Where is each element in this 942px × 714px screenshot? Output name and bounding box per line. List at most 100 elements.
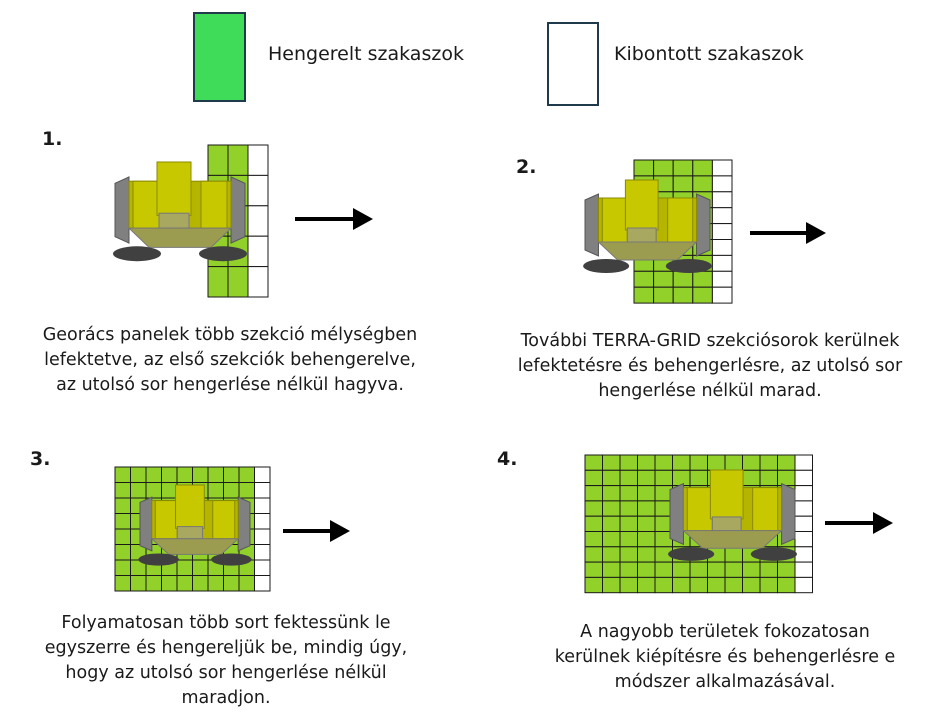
legend-swatch-rolled	[193, 12, 246, 102]
rolled-grid-cell	[689, 469, 708, 487]
rolled-grid-cell	[692, 270, 713, 288]
rolled-grid-cell	[176, 575, 193, 592]
unrolled-grid-cell	[711, 207, 733, 225]
unrolled-grid-cell	[794, 576, 813, 594]
step-4-number: 4.	[497, 448, 518, 470]
rolled-grid-cell	[672, 175, 694, 193]
unrolled-grid-cell	[711, 286, 733, 304]
rolled-grid-cell	[637, 515, 656, 533]
step-4-drawing	[584, 454, 893, 594]
rolled-grid-cell	[114, 575, 131, 592]
caption-line: Folyamatosan több sort fektessünk le	[61, 613, 391, 633]
caption-line: A nagyobb területek fokozatosan	[580, 622, 870, 642]
unrolled-grid-cell	[247, 174, 269, 207]
unrolled-grid-cell	[254, 528, 271, 545]
rolled-grid-cell	[742, 561, 761, 578]
rolled-grid-cell	[114, 528, 131, 545]
rolled-grid-cell	[759, 454, 778, 471]
rolled-grid-cell	[637, 531, 656, 548]
rolled-grid-cell	[145, 482, 162, 499]
roller-panel-left	[154, 500, 178, 540]
unrolled-grid-cell	[247, 205, 269, 237]
rolled-grid-cell	[654, 576, 673, 594]
rolled-grid-cell	[584, 546, 603, 563]
caption-line: az utolsó sor hengerlése nélkül hagyva.	[56, 375, 404, 395]
step-2-drawing	[583, 159, 826, 304]
unrolled-grid-cell	[254, 482, 271, 499]
rolled-grid-cell	[130, 466, 147, 483]
roller-panel-right	[212, 500, 236, 540]
rolled-grid-cell	[653, 159, 674, 177]
rolled-grid-cell	[692, 159, 713, 177]
caption-line: módszer alkalmazásával.	[614, 672, 836, 692]
roller-left-drum	[114, 176, 130, 244]
step-3-caption: Folyamatosan több sort fektessünk le egy…	[6, 611, 446, 711]
rolled-grid-cell	[689, 561, 708, 578]
rolled-grid-cell	[602, 500, 621, 517]
roller-wheel-left	[113, 246, 161, 262]
roller-wheel-right	[750, 547, 797, 561]
rolled-grid-cell	[584, 500, 603, 517]
rolled-grid-cell	[653, 286, 674, 304]
rolled-grid-cell	[637, 469, 656, 487]
rolled-grid-cell	[759, 561, 778, 578]
rolled-grid-cell	[619, 515, 638, 533]
rolled-grid-cell	[602, 561, 621, 578]
rolled-grid-cell	[777, 561, 796, 578]
roller-left-drum	[139, 496, 153, 552]
caption-line: maradjon.	[181, 688, 271, 708]
rolled-grid-cell	[619, 454, 638, 471]
rolled-grid-cell	[584, 531, 603, 548]
roller-panel-left	[601, 197, 628, 243]
step-2-caption: További TERRA-GRID szekciósorok kerülnek…	[490, 329, 930, 404]
rolled-grid-cell	[742, 454, 761, 471]
rolled-grid-cell	[207, 266, 229, 298]
direction-arrow-head	[330, 520, 350, 542]
rolled-grid-cell	[672, 159, 694, 177]
step-1-drawing	[113, 144, 373, 298]
rolled-grid-cell	[223, 575, 240, 592]
rolled-grid-cell	[238, 575, 255, 592]
roller-cab	[156, 161, 192, 216]
rolled-grid-cell	[672, 469, 691, 487]
rolled-grid-cell	[161, 482, 178, 499]
rolled-grid-cell	[724, 546, 743, 563]
direction-arrow-head	[353, 208, 373, 230]
rolled-grid-cell	[707, 454, 726, 471]
rolled-grid-cell	[602, 576, 621, 594]
rolled-grid-cell	[654, 454, 673, 471]
roller-left-drum	[669, 482, 684, 546]
rolled-grid-cell	[227, 144, 249, 176]
unrolled-grid-cell	[794, 531, 813, 548]
step-2-number: 2.	[516, 156, 537, 178]
legend-swatch-unrolled	[547, 22, 599, 106]
rolled-grid-cell	[584, 485, 603, 502]
unrolled-grid-cell	[794, 561, 813, 578]
rolled-grid-cell	[584, 515, 603, 533]
caption-line: lefektetve, az első szekciók behengerelv…	[44, 350, 416, 370]
rolled-grid-cell	[724, 454, 743, 471]
roller-cab	[624, 179, 659, 231]
unrolled-grid-cell	[254, 575, 271, 592]
rolled-grid-cell	[192, 466, 209, 483]
rolled-grid-cell	[192, 575, 209, 592]
roller-wheel-right	[665, 259, 712, 273]
rolled-grid-cell	[633, 270, 655, 288]
rolled-grid-cell	[114, 497, 131, 514]
rolled-grid-cell	[114, 544, 131, 561]
roller-wheel-right	[211, 553, 252, 566]
unrolled-grid-cell	[794, 454, 813, 471]
roller-cab	[175, 484, 205, 529]
rolled-grid-cell	[689, 576, 708, 594]
rolled-grid-cell	[161, 575, 178, 592]
roller-seat	[711, 516, 742, 532]
rolled-grid-cell	[192, 559, 209, 576]
roller-panel-right	[667, 197, 694, 243]
rolled-grid-cell	[207, 482, 224, 499]
rolled-grid-cell	[672, 286, 694, 304]
rolled-grid-cell	[637, 500, 656, 517]
rolled-grid-cell	[145, 575, 162, 592]
rolled-grid-cell	[724, 561, 743, 578]
rolled-grid-cell	[602, 454, 621, 471]
rolled-grid-cell	[238, 466, 255, 483]
